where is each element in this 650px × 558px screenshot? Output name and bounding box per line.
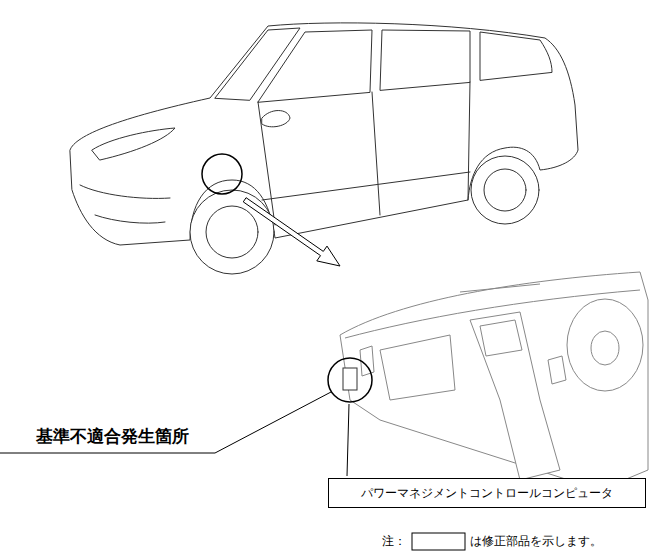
note-label: は修正部品を示します。 (470, 534, 602, 548)
location-circle (202, 154, 242, 194)
location-circle (328, 358, 372, 402)
leader-line (0, 392, 331, 453)
rear-wheel-hub (484, 169, 526, 211)
dashboard (340, 272, 648, 490)
front-wheel-hub (206, 206, 258, 258)
car-body (70, 23, 578, 245)
car-mirror (262, 111, 290, 127)
part-name-box: パワーマネジメントコントロールコンピュータ (328, 478, 646, 508)
location-label: 基準不適合発生箇所 (36, 426, 189, 446)
leader-line (347, 404, 349, 476)
pointer-arrow (244, 198, 340, 266)
glovebox (380, 335, 455, 400)
center-console (470, 312, 560, 480)
car-door-line (258, 82, 470, 225)
car-rear-window (380, 30, 470, 90)
console-screen (480, 320, 522, 356)
note-label: 注： (382, 534, 406, 548)
steering-hub (591, 331, 619, 365)
steering-wheel (567, 299, 643, 391)
car-quarter-window (480, 32, 552, 80)
rear-wheel (471, 156, 539, 224)
part-name: パワーマネジメントコントロールコンピュータ (361, 486, 613, 500)
car-front-window (258, 30, 372, 102)
shift-lever (548, 356, 566, 384)
car-sill (262, 172, 470, 200)
front-wheel (190, 190, 274, 274)
car-grille (80, 185, 170, 223)
computer-unit (343, 368, 357, 390)
note-sample-box (412, 533, 465, 550)
car-headlight (92, 128, 175, 160)
